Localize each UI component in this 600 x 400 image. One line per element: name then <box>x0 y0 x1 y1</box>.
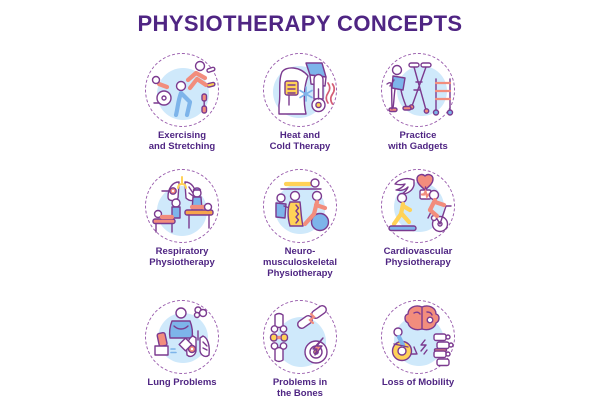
concept-icon-grid: Exercising and Stretching <box>123 53 477 400</box>
concept-card-exercising-stretching: Exercising and Stretching <box>123 53 241 153</box>
concept-label: Problems in the Bones <box>272 377 328 399</box>
concept-label: Loss of Mobility <box>381 377 455 388</box>
concept-card-practice-with-gadgets: Practice with Gadgets <box>359 53 477 153</box>
loss-of-mobility-icon <box>381 300 455 374</box>
practice-with-gadgets-icon <box>381 53 455 127</box>
concept-card-heat-cold-therapy: Heat and Cold Therapy <box>241 53 359 153</box>
concept-label: Exercising and Stretching <box>148 130 216 152</box>
lung-problems-icon <box>145 300 219 374</box>
concept-label: Neuro- musculoskeletal Physiotherapy <box>263 246 337 279</box>
concept-card-problems-in-bones: Problems in the Bones <box>241 300 359 400</box>
problems-in-bones-icon <box>263 300 337 374</box>
page-title: PHYSIOTHERAPY CONCEPTS <box>137 11 463 36</box>
concept-label: Lung Problems <box>147 377 217 388</box>
concept-card-neuro-musculoskeletal: Neuro- musculoskeletal Physiotherapy <box>241 169 359 279</box>
concept-card-lung-problems: Lung Problems <box>123 300 241 389</box>
heat-cold-therapy-icon <box>263 53 337 127</box>
respiratory-physiotherapy-icon <box>145 169 219 243</box>
cardiovascular-icon <box>381 169 455 243</box>
concept-label: Cardiovascular Physiotherapy <box>383 246 453 268</box>
concept-label: Respiratory Physiotherapy <box>149 246 215 268</box>
concept-card-cardiovascular: Cardiovascular Physiotherapy <box>359 169 477 269</box>
concept-card-loss-of-mobility: Loss of Mobility <box>359 300 477 389</box>
exercising-stretching-icon <box>145 53 219 127</box>
concept-card-respiratory-physiotherapy: Respiratory Physiotherapy <box>123 169 241 269</box>
neuro-musculoskeletal-icon <box>263 169 337 243</box>
concept-label: Practice with Gadgets <box>388 130 448 152</box>
concept-label: Heat and Cold Therapy <box>269 130 331 152</box>
